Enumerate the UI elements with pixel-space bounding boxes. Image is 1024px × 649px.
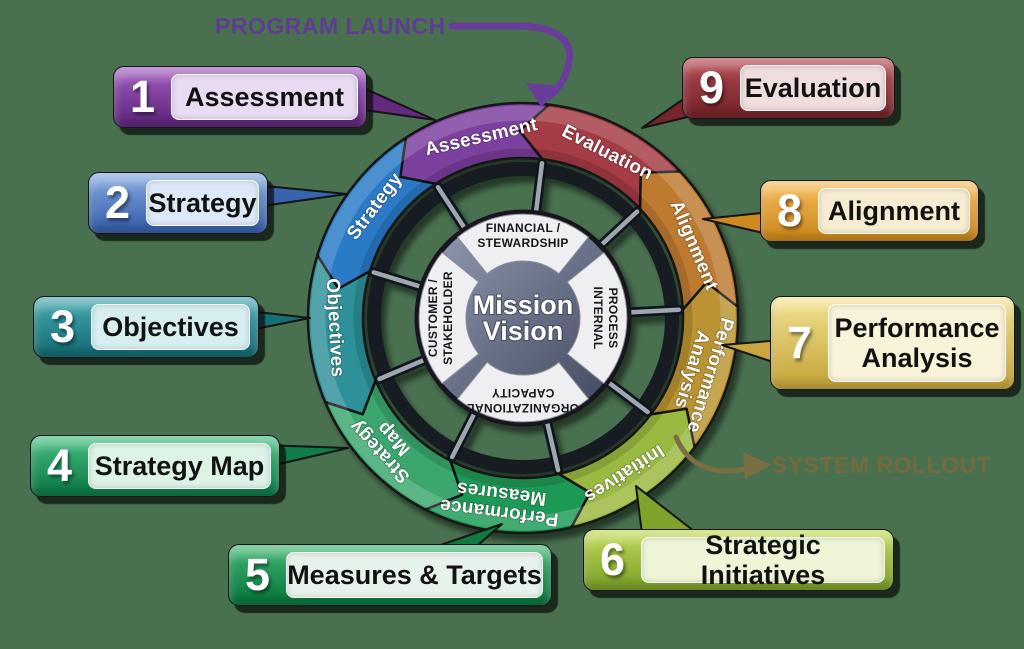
quadrant-sector: [456, 361, 590, 423]
segment-evaluation: [518, 103, 682, 211]
callout-5: 5 Measures & Targets: [228, 544, 552, 606]
quadrant-label-financial-stewardship: FINANCIAL /STEWARDSHIP: [477, 221, 568, 250]
svg-text:STEWARDSHIP: STEWARDSHIP: [477, 236, 568, 250]
svg-text:PROCESS: PROCESS: [606, 288, 620, 349]
hub-disc: [414, 209, 632, 427]
callout-1-label: Assessment: [171, 74, 358, 120]
callout-2-label: Strategy: [146, 180, 259, 226]
callout-5-number: 5: [244, 549, 271, 600]
callout-3-number: 3: [49, 301, 76, 352]
wheel-dark-ring: [367, 162, 679, 474]
callout-4: 4 Strategy Map: [30, 435, 280, 497]
system-rollout-arrowhead: [743, 452, 771, 479]
system-rollout-arrow: [673, 434, 751, 474]
quadrant-sector: [566, 251, 628, 385]
svg-text:CAPACITY: CAPACITY: [492, 386, 555, 400]
callout-1: 1 Assessment: [113, 66, 367, 128]
quadrant-sector: [418, 251, 480, 385]
callout-1-number: 1: [129, 71, 156, 122]
callout-3: 3 Objectives: [33, 296, 259, 358]
callout-7-number: 7: [786, 317, 813, 368]
callout-2-pointer: [254, 184, 348, 208]
callout-5-label: Measures & Targets: [286, 552, 543, 598]
callout-6: 6 Strategic Initiatives: [583, 529, 894, 591]
callout-6-number: 6: [599, 534, 626, 585]
callout-9-number: 9: [698, 62, 725, 113]
svg-text:ORGANIZATIONAL: ORGANIZATIONAL: [467, 401, 579, 415]
callout-8: 8 Alignment: [760, 180, 979, 242]
hub-text-1: Mission: [473, 290, 574, 320]
callout-2-number: 2: [104, 177, 131, 228]
callout-9: 9 Evaluation: [682, 57, 895, 119]
segment-inner-shade: [353, 148, 693, 488]
callout-4-number: 4: [46, 440, 73, 491]
callout-8-label: Alignment: [818, 188, 970, 234]
hub-text-2: Vision: [483, 316, 564, 346]
callout-7: 7 Performance Analysis: [770, 296, 1015, 390]
callout-2: 2 Strategy: [88, 172, 268, 234]
program-launch-label: PROGRAM LAUNCH: [215, 13, 446, 39]
program-launch-arrowhead: [526, 83, 563, 107]
svg-text:INTERNAL: INTERNAL: [591, 286, 605, 349]
system-rollout-label: SYSTEM ROLLOUT: [772, 452, 992, 478]
callout-7-label: Performance Analysis: [828, 304, 1006, 382]
callout-4-label: Strategy Map: [88, 443, 271, 489]
segment-sheen: [310, 105, 736, 531]
callout-8-number: 8: [776, 185, 803, 236]
callout-9-label: Evaluation: [740, 65, 886, 111]
callout-6-label: Strategic Initiatives: [641, 530, 885, 590]
callout-3-label: Objectives: [91, 304, 250, 350]
svg-text:STAKEHOLDER: STAKEHOLDER: [441, 271, 455, 365]
quadrant-label-customer-stakeholder: CUSTOMER /STAKEHOLDER: [426, 271, 455, 365]
svg-text:FINANCIAL /: FINANCIAL /: [486, 221, 561, 235]
svg-text:CUSTOMER /: CUSTOMER /: [426, 279, 440, 357]
quadrant-sector: [456, 213, 590, 275]
